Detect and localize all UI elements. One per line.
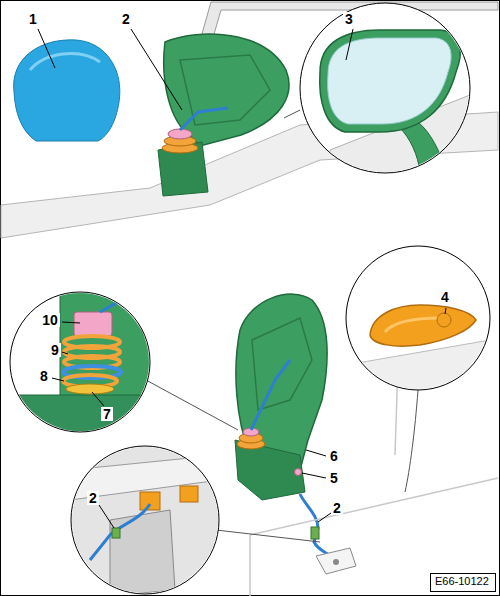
leader-line	[52, 378, 64, 381]
callout-number: 10	[40, 313, 60, 327]
zoom-circle-springs	[10, 395, 150, 440]
mirror-housing-rear	[236, 294, 327, 470]
mirror-housing-rear	[295, 469, 302, 476]
zoom-circle-connector	[112, 528, 120, 538]
leader-line	[445, 308, 446, 314]
mirror-housing	[158, 142, 208, 196]
mirror-housing-rear	[235, 440, 305, 500]
zoom-circle-connector	[110, 510, 175, 596]
figure-code-box: E66-10122	[430, 573, 496, 592]
callout-number: 9	[49, 343, 61, 357]
mirror-housing-rear	[311, 527, 319, 539]
zoom-circle-springs	[120, 292, 150, 345]
leader-line	[92, 392, 104, 406]
leader-line	[306, 450, 326, 456]
mirror-cap	[14, 40, 120, 141]
leader-line	[302, 473, 326, 478]
zoom-circle-glass	[284, 3, 470, 180]
callout-number: 8	[38, 369, 50, 383]
zoom-circle-mount	[370, 305, 476, 346]
zoom-circle-springs	[10, 290, 238, 440]
door-panel	[250, 478, 498, 596]
zoom-circle-connector	[140, 492, 160, 510]
door-panel	[316, 548, 356, 574]
callout-number: 4	[439, 290, 451, 304]
mirror-housing	[164, 34, 289, 146]
callout-number: 7	[101, 407, 113, 421]
mirror-housing-rear	[252, 318, 312, 410]
zoom-circle-connector	[60, 440, 230, 596]
zoom-circle-glass	[284, 110, 300, 118]
figure-code: E66-10122	[431, 574, 495, 589]
zoom-circle-mount	[437, 313, 451, 327]
callout-number: 6	[328, 449, 340, 463]
zoom-circle-mount	[405, 390, 418, 492]
zoom-circle-mount	[346, 305, 490, 400]
leader-line	[99, 505, 114, 528]
zoom-circle-glass	[400, 122, 446, 172]
leader-line	[62, 322, 80, 323]
zoom-circle-springs	[100, 290, 140, 312]
zoom-circle-springs	[66, 384, 114, 394]
leader-line	[318, 513, 331, 522]
car-body	[1, 2, 498, 238]
zoom-circle-connector	[180, 486, 198, 502]
zoom-circle-connector	[60, 440, 230, 596]
callout-number: 5	[328, 471, 340, 485]
leader-line	[346, 29, 353, 60]
mirror-housing	[168, 129, 192, 139]
leader-line	[131, 29, 182, 110]
zoom-circle-glass	[320, 30, 461, 132]
zoom-circle-connector	[90, 504, 150, 560]
zoom-circle-glass	[328, 38, 451, 124]
callout-number: 2	[120, 12, 132, 26]
zoom-circle-mount	[346, 340, 490, 400]
callout-number: 2	[87, 491, 99, 505]
zoom-circle-glass	[320, 30, 470, 180]
mirror-housing-rear	[300, 494, 330, 556]
zoom-circle-connector	[60, 440, 320, 596]
zoom-circle-springs	[74, 312, 112, 336]
callout-number: 1	[27, 12, 39, 26]
mirror-housing-rear	[251, 360, 290, 430]
mirror-housing	[158, 34, 289, 196]
callout-number: 3	[343, 12, 355, 26]
zoom-circle-mount	[346, 246, 490, 492]
callout-number: 2	[331, 501, 343, 515]
zoom-circle-springs	[146, 380, 238, 430]
mirror-housing	[180, 108, 228, 130]
mirror-housing-rear	[235, 294, 330, 556]
zoom-circle-connector	[216, 530, 320, 542]
leader-line	[38, 29, 55, 68]
mirror-cap	[14, 40, 120, 141]
mirror-cap	[30, 54, 100, 70]
door-panel	[333, 559, 339, 565]
zoom-circle-mount	[385, 318, 440, 332]
leader-line	[62, 352, 68, 354]
leader-line	[38, 29, 446, 528]
zoom-circle-springs	[10, 290, 150, 440]
